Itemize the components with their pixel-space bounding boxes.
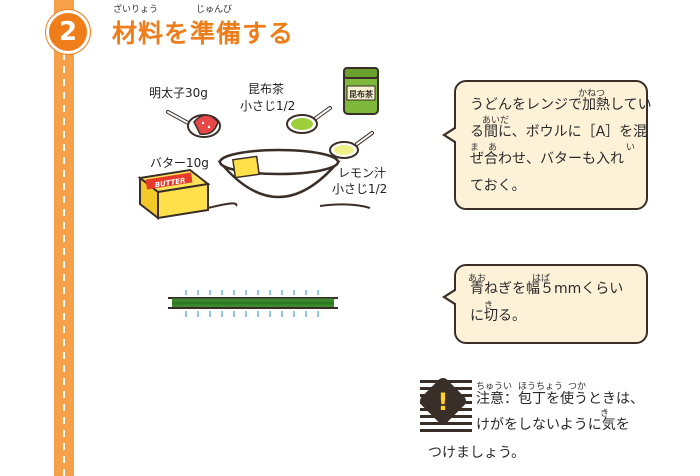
konbucha-amount: 小さじ1/2	[240, 99, 296, 113]
instruction-bubble-2: 青ねぎを幅５mmくらい に切る。	[442, 264, 648, 344]
bubble1-ruby: かねつ	[578, 89, 606, 99]
bubble1-line: ておく。	[470, 178, 526, 194]
bubble2-ruby: あお	[468, 274, 487, 284]
note-ruby: ほうちょう	[518, 382, 564, 392]
green-onion-icon	[168, 290, 338, 317]
bubble2-ruby: はば	[532, 274, 551, 284]
mentaiko-spoon-icon	[166, 110, 221, 138]
butter-label: バター10g	[150, 156, 209, 170]
bubble1-ruby: あ	[488, 143, 498, 153]
note-ruby: ちゅうい	[476, 382, 513, 392]
exclamation-mark: !	[437, 388, 449, 416]
note-line: 注意：包丁を使うときは、	[476, 391, 644, 407]
step-title: 材料を準備する	[112, 19, 295, 48]
title-ruby: じゅんび	[196, 5, 233, 15]
stripe-dashes	[63, 40, 65, 476]
konbucha-jar-icon: 昆布茶	[343, 67, 379, 115]
bubble1-line: うどんをレンジで加熱してい	[470, 97, 652, 113]
bubble2-line: に切る。	[470, 308, 526, 324]
instruction-bubble-1: うどんをレンジで加熱してい る間に、ボウルに［A］を混 ぜ合わせ、バターも入れ …	[442, 80, 652, 210]
bubble2-line: 青ねぎを幅５mmくらい	[470, 281, 624, 297]
mixing-bowl-icon	[207, 148, 371, 209]
bubble1-line: る間に、ボウルに［A］を混	[470, 124, 648, 140]
bubble2-ruby: き	[484, 301, 494, 311]
konbucha-label: 昆布茶	[248, 82, 285, 96]
bubble1-ruby: い	[626, 143, 636, 153]
ingredients-illustration: 昆布茶 BUTTER	[137, 67, 379, 221]
step-number-badge: 2	[46, 10, 90, 54]
note-ruby: つか	[568, 382, 587, 392]
svg-text:昆布茶: 昆布茶	[349, 89, 374, 99]
bubble1-ruby: あいだ	[482, 116, 510, 126]
title-ruby: ざいりょう	[113, 5, 159, 15]
lemon-label: レモン汁	[338, 166, 387, 180]
note-line: つけましょう。	[428, 445, 526, 461]
bubble1-line: ぜ合わせ、バターも入れ	[470, 151, 624, 167]
lemon-spoon-icon	[329, 131, 374, 159]
note-ruby: き	[600, 409, 610, 419]
note-line: けがをしないように気を	[476, 417, 630, 433]
bubble1-ruby: ま	[470, 143, 480, 153]
mentaiko-label: 明太子30g	[149, 86, 208, 100]
butter-box-icon: BUTTER	[137, 168, 211, 221]
konbucha-spoon-icon	[286, 106, 332, 134]
lemon-amount: 小さじ1/2	[332, 182, 388, 196]
